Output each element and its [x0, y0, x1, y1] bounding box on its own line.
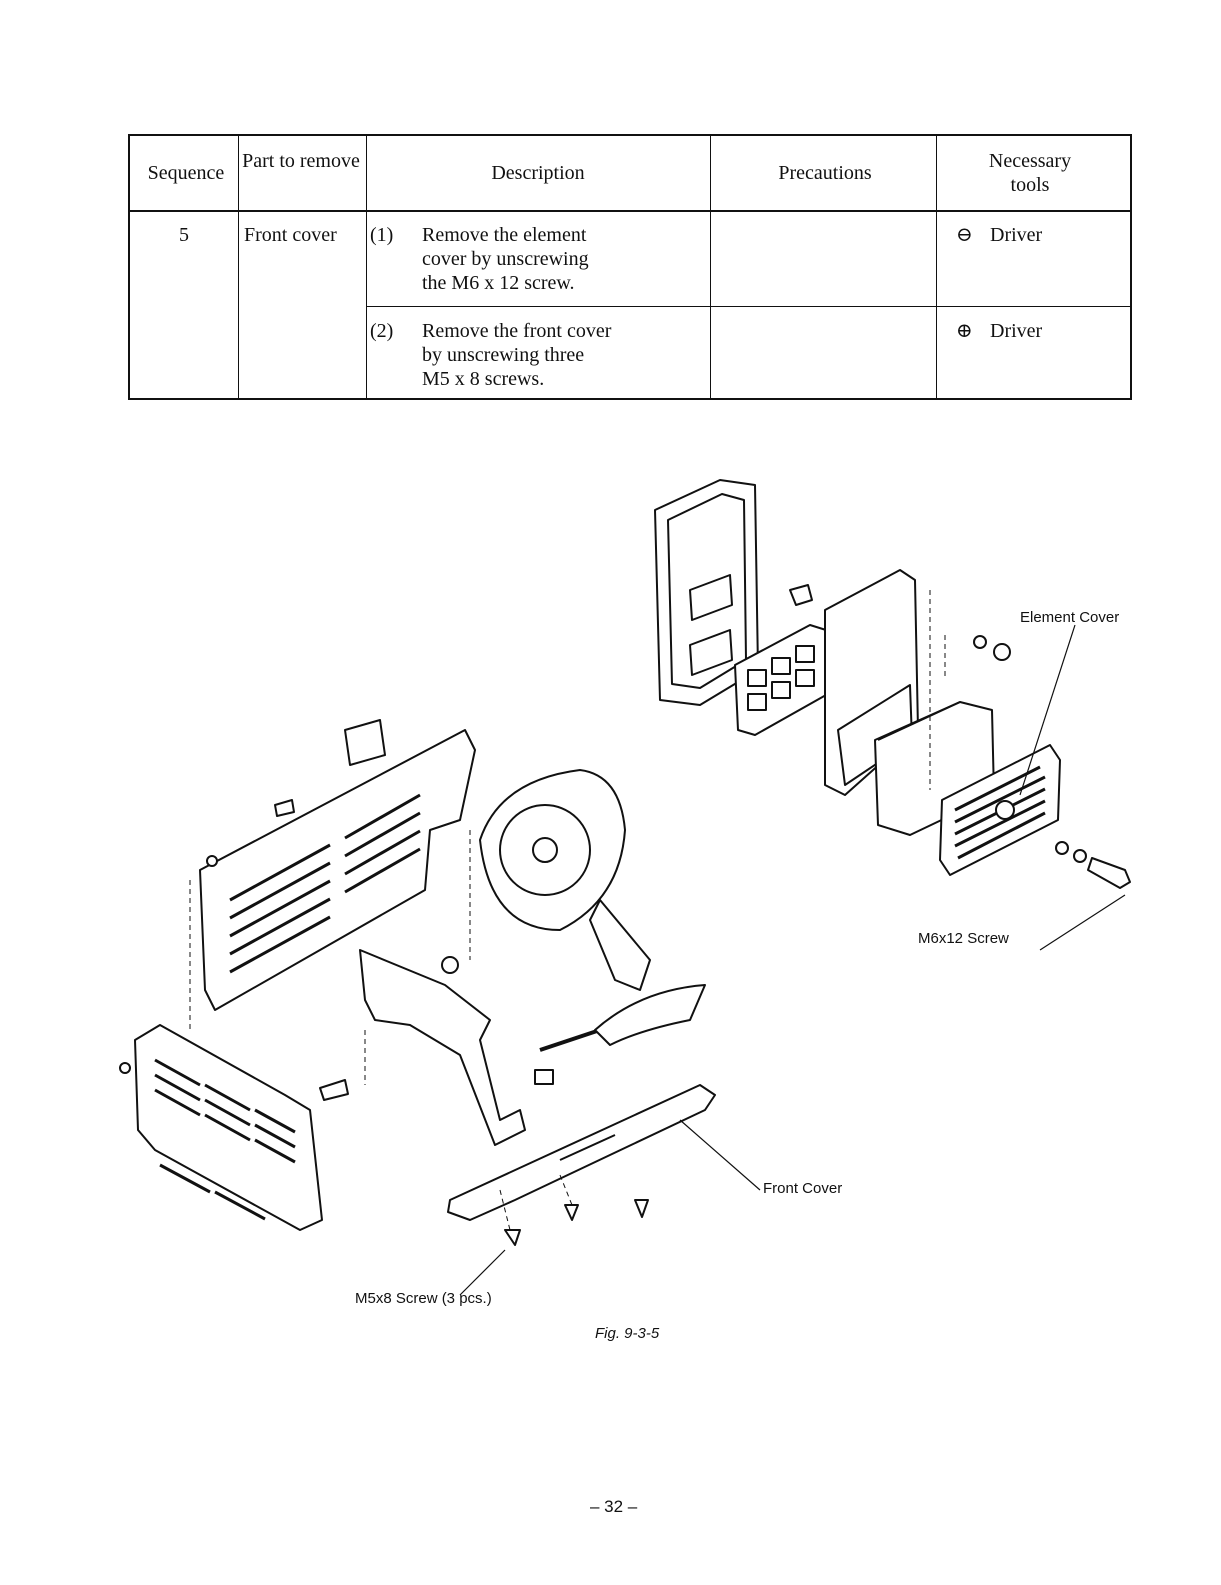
header-precautions: Precautions [712, 161, 938, 185]
plus-driver-icon: ⊕ [956, 319, 973, 343]
minus-driver-icon: ⊖ [956, 223, 973, 247]
col-divider [710, 136, 711, 400]
disassembly-table: Sequence Part to remove Description Prec… [128, 134, 1132, 400]
step-2-line-1: Remove the front cover [422, 319, 611, 343]
step-1-number: (1) [370, 223, 393, 247]
header-part-to-remove: Part to remove [242, 149, 360, 173]
bracket [360, 950, 525, 1145]
row-sequence: 5 [130, 223, 238, 247]
front-cover-label: Front Cover [763, 1180, 842, 1197]
side-cover [200, 720, 475, 1010]
exploded-view-diagram [0, 430, 1221, 1330]
step-1-line-2: cover by unscrewing [422, 247, 589, 271]
page-number: – 32 – [590, 1497, 637, 1517]
step-2-line-2: by unscrewing three [422, 343, 584, 367]
step-1-line-3: the M6 x 12 screw. [422, 271, 575, 295]
m6x12-screw [1056, 842, 1130, 888]
element-cover-label: Element Cover [1020, 609, 1119, 626]
step-1-line-1: Remove the element [422, 223, 586, 247]
header-description: Description [366, 161, 710, 185]
front-cover-panel [135, 1025, 322, 1230]
fan-housing [480, 770, 650, 990]
wire-harness [535, 985, 705, 1084]
row-part-to-remove: Front cover [244, 223, 337, 247]
step-divider [366, 306, 1132, 307]
m5x8-screw-label: M5x8 Screw (3 pcs.) [355, 1290, 492, 1307]
col-divider [936, 136, 937, 400]
step-2-tool: Driver [990, 319, 1042, 343]
col-divider [238, 136, 239, 400]
table-header-row: Sequence Part to remove Description Prec… [130, 136, 1130, 212]
step-1-tool: Driver [990, 223, 1042, 247]
col-divider [366, 136, 367, 400]
step-2-line-3: M5 x 8 screws. [422, 367, 544, 391]
figure-caption: Fig. 9-3-5 [595, 1325, 659, 1342]
step-2-number: (2) [370, 319, 393, 343]
m6x12-screw-label: M6x12 Screw [918, 930, 1009, 947]
header-necessary-tools: Necessary tools [970, 149, 1090, 197]
header-sequence: Sequence [134, 161, 238, 185]
